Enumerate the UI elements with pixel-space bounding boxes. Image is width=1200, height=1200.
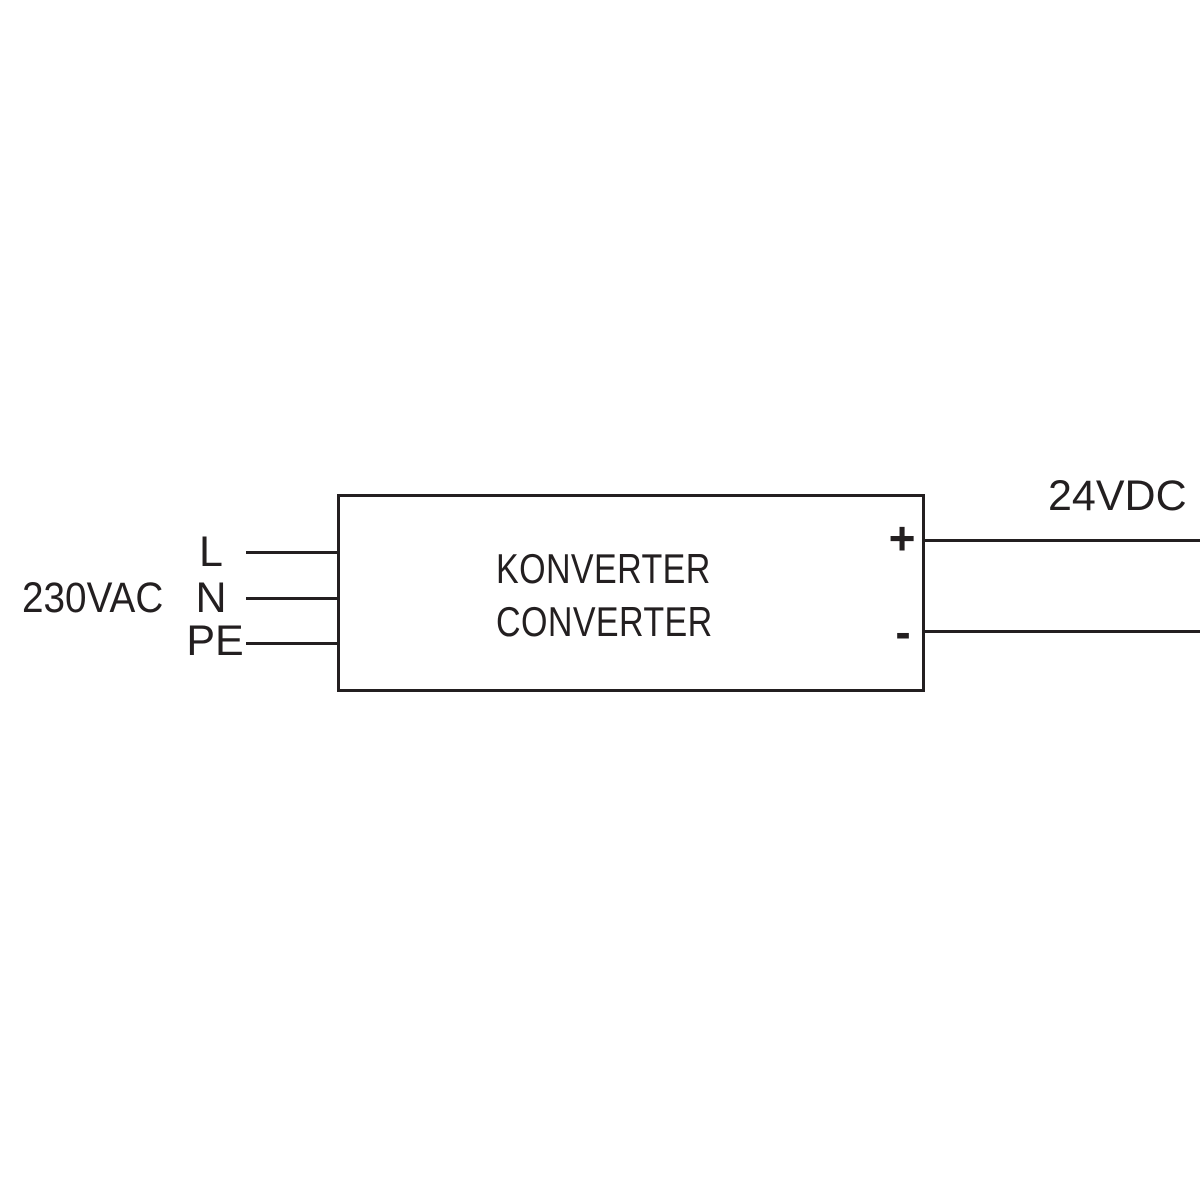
wire-protective-earth [246, 642, 341, 645]
wire-dc-positive [922, 539, 1200, 542]
output-voltage-label: 24VDC [1048, 472, 1187, 520]
converter-title: KONVERTER CONVERTER [496, 542, 713, 648]
wire-line [246, 551, 341, 554]
terminal-label-protective-earth: PE [186, 617, 244, 665]
terminal-label-line: L [199, 528, 223, 576]
converter-title-line2: CONVERTER [496, 598, 713, 645]
wire-neutral [246, 597, 341, 600]
output-terminal-negative-label: - [895, 606, 911, 658]
input-voltage-label: 230VAC [22, 574, 164, 622]
terminal-label-neutral: N [195, 574, 227, 622]
converter-box [337, 494, 925, 692]
output-terminal-positive-label: + [888, 512, 916, 564]
converter-title-line1: KONVERTER [496, 545, 711, 592]
wire-dc-negative [922, 630, 1200, 633]
